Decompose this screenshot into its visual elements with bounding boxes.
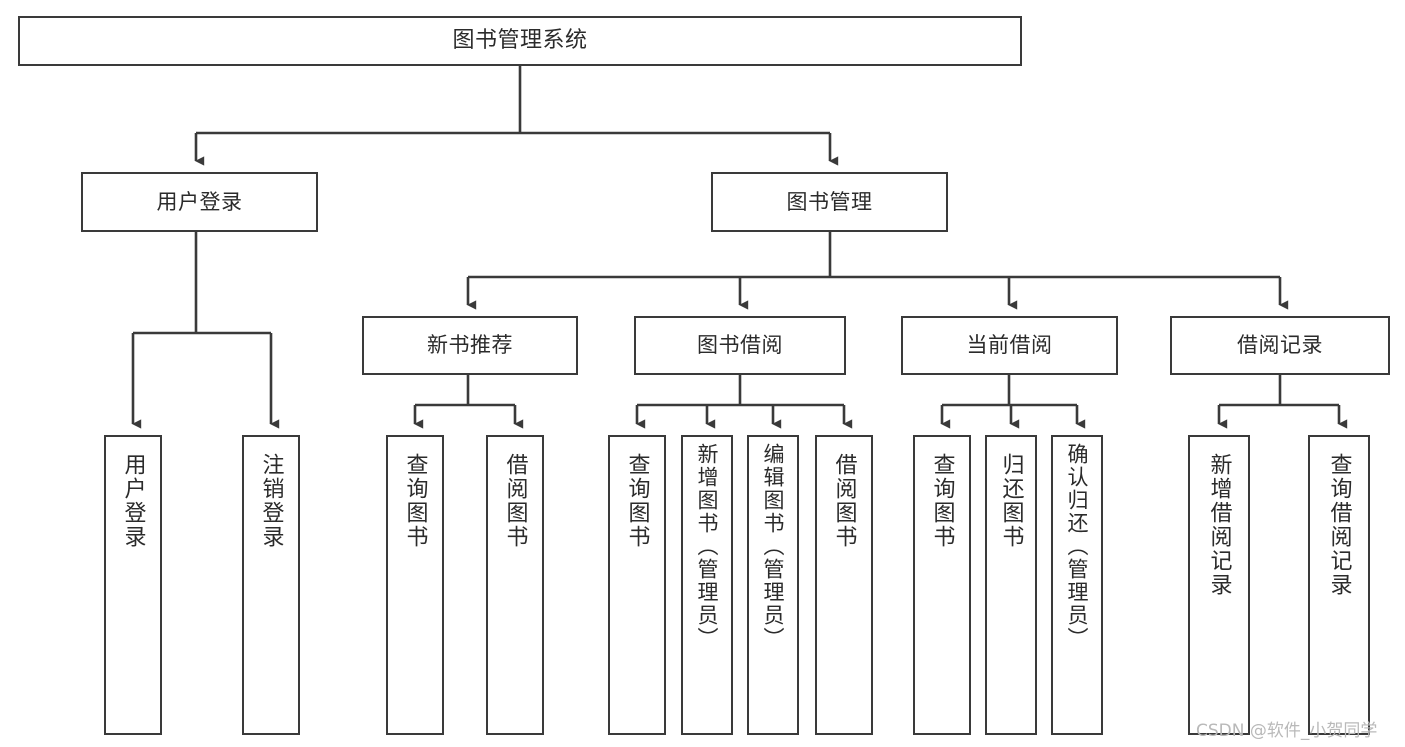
node-label: 确认归还（管理员） — [1065, 443, 1090, 650]
node-label: 新书推荐 — [427, 333, 513, 358]
node-label: 编辑图书（管理员） — [761, 443, 786, 650]
node-new-book-recommendation[interactable]: 新书推荐 — [362, 316, 578, 375]
csdn-watermark: CSDN @软件_小贺同学 — [1196, 721, 1378, 741]
node-label: 查询图书 — [624, 453, 650, 549]
node-label: 借阅图书 — [502, 453, 528, 549]
node-leaf-query-book-recommendation[interactable]: 查询图书 — [386, 435, 444, 735]
node-label: 当前借阅 — [966, 333, 1053, 358]
node-label: 新增图书（管理员） — [695, 443, 720, 650]
node-label: 用户登录 — [120, 453, 146, 549]
node-leaf-query-book-borrowing[interactable]: 查询图书 — [608, 435, 666, 735]
node-label: 图书管理 — [786, 189, 873, 214]
node-leaf-query-borrowing-record[interactable]: 查询借阅记录 — [1308, 435, 1370, 735]
node-leaf-add-borrowing-record[interactable]: 新增借阅记录 — [1188, 435, 1250, 735]
node-leaf-user-login[interactable]: 用户登录 — [104, 435, 162, 735]
node-leaf-borrow-book[interactable]: 借阅图书 — [815, 435, 873, 735]
node-leaf-user-logout[interactable]: 注销登录 — [242, 435, 300, 735]
node-leaf-borrow-book-recommendation[interactable]: 借阅图书 — [486, 435, 544, 735]
node-leaf-confirm-return-admin[interactable]: 确认归还（管理员） — [1051, 435, 1103, 735]
node-label: 图书管理系统 — [452, 28, 588, 54]
node-label: 注销登录 — [258, 453, 284, 549]
node-leaf-edit-book-admin[interactable]: 编辑图书（管理员） — [747, 435, 799, 735]
node-leaf-add-book-admin[interactable]: 新增图书（管理员） — [681, 435, 733, 735]
node-label: 用户登录 — [156, 189, 243, 214]
node-label: 图书借阅 — [697, 333, 783, 358]
node-user-login[interactable]: 用户登录 — [81, 172, 318, 232]
node-current-borrowing[interactable]: 当前借阅 — [901, 316, 1118, 375]
node-label: 查询图书 — [929, 453, 955, 549]
node-leaf-query-book-current[interactable]: 查询图书 — [913, 435, 971, 735]
node-label: 借阅记录 — [1237, 333, 1323, 358]
node-label: 查询借阅记录 — [1326, 453, 1352, 597]
node-borrowing-records[interactable]: 借阅记录 — [1170, 316, 1390, 375]
node-label: 归还图书 — [998, 453, 1024, 549]
node-book-borrowing[interactable]: 图书借阅 — [634, 316, 846, 375]
node-label: 借阅图书 — [831, 453, 857, 549]
node-label: 新增借阅记录 — [1206, 453, 1232, 597]
node-leaf-return-book[interactable]: 归还图书 — [985, 435, 1037, 735]
node-root-book-management-system[interactable]: 图书管理系统 — [18, 16, 1022, 66]
node-label: 查询图书 — [402, 453, 428, 549]
node-book-management[interactable]: 图书管理 — [711, 172, 948, 232]
